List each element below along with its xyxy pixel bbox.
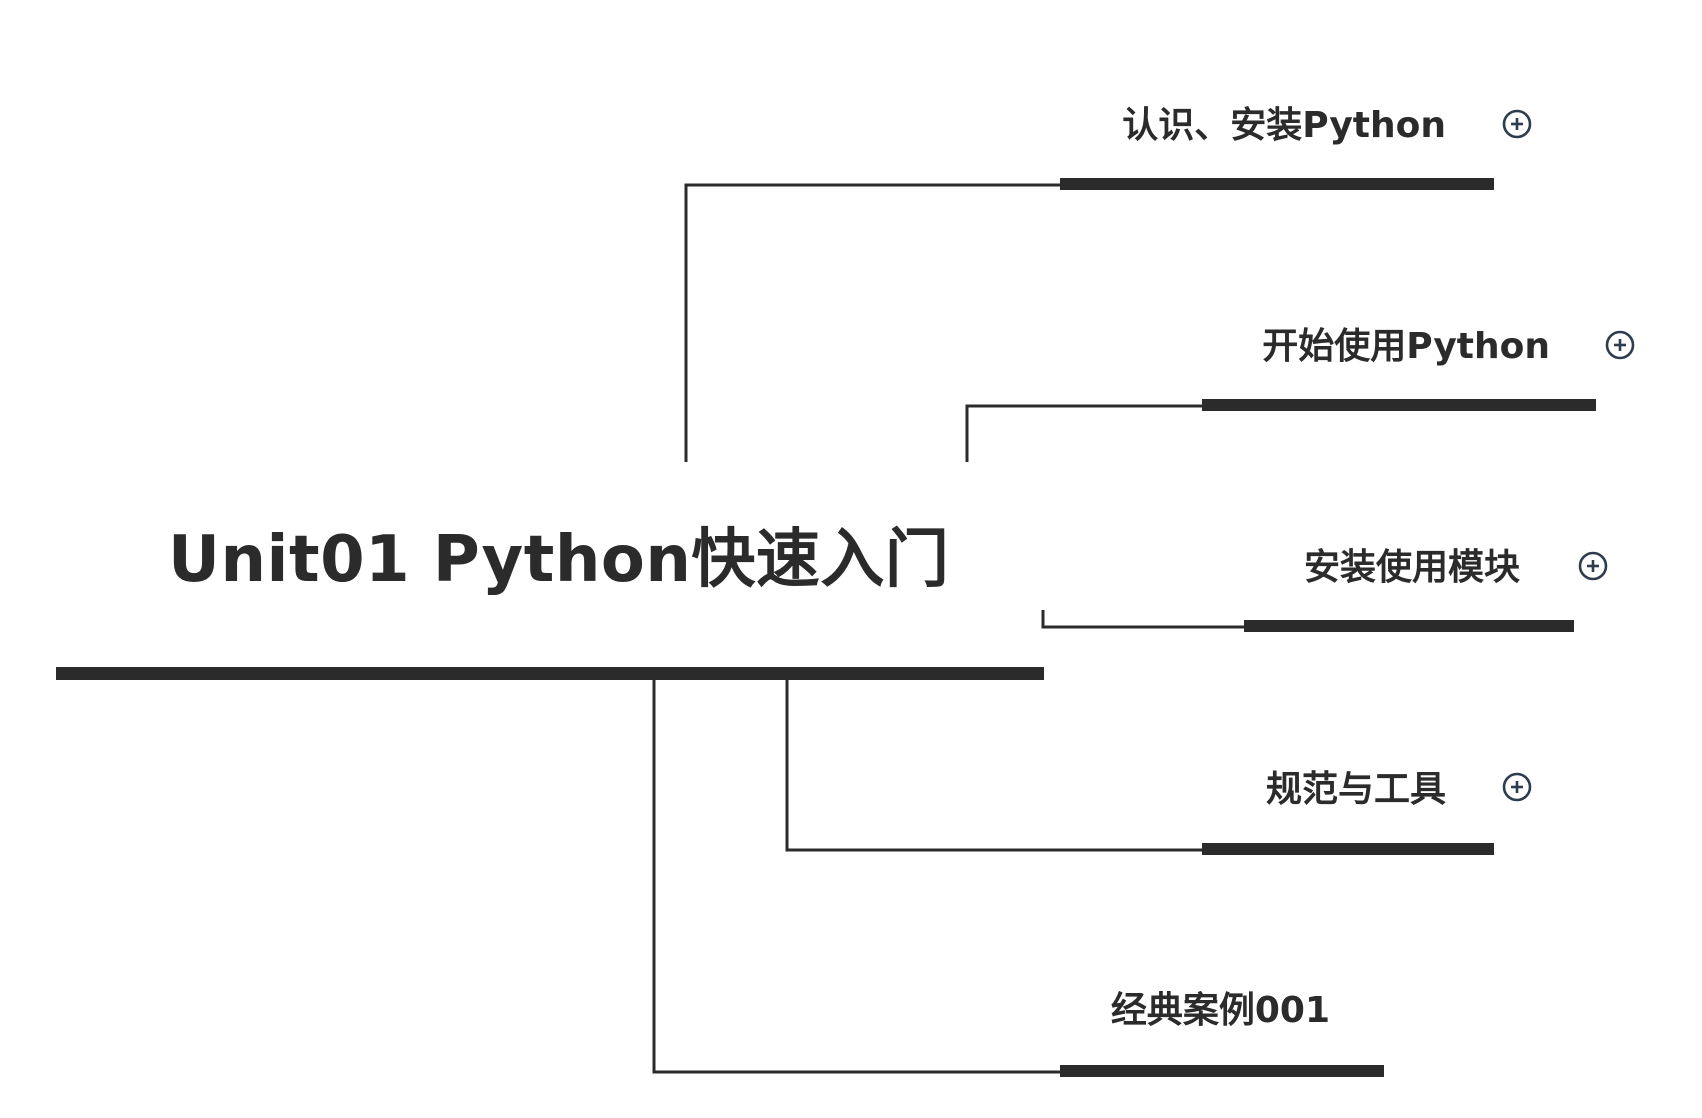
connector-branch-3 xyxy=(1041,610,1244,629)
branch-topic-2[interactable]: 开始使用Python xyxy=(1262,326,1550,367)
branch-1-underline xyxy=(1060,178,1494,190)
circle-plus-icon[interactable] xyxy=(1502,772,1532,802)
circle-plus-icon[interactable] xyxy=(1578,551,1608,581)
connector-branch-4 xyxy=(785,680,1202,852)
branch-topic-3[interactable]: 安装使用模块 xyxy=(1303,547,1520,588)
branch-topic-4[interactable]: 规范与工具 xyxy=(1265,769,1446,810)
circle-plus-icon[interactable] xyxy=(1605,330,1635,360)
root-topic-underline xyxy=(56,667,1044,680)
branch-4-underline xyxy=(1202,843,1494,855)
connector-branch-1 xyxy=(684,183,1060,462)
circle-plus-icon[interactable] xyxy=(1502,109,1532,139)
connector-branch-2 xyxy=(965,404,1202,462)
branch-2-underline xyxy=(1202,399,1596,411)
connector-branch-5 xyxy=(652,680,1060,1074)
root-topic-title[interactable]: Unit01 Python快速入门 xyxy=(168,523,950,597)
branch-topic-1[interactable]: 认识、安装Python xyxy=(1122,105,1446,146)
branch-topic-5[interactable]: 经典案例001 xyxy=(1110,990,1330,1031)
branch-5-underline xyxy=(1060,1065,1384,1077)
branch-3-underline xyxy=(1244,620,1574,632)
